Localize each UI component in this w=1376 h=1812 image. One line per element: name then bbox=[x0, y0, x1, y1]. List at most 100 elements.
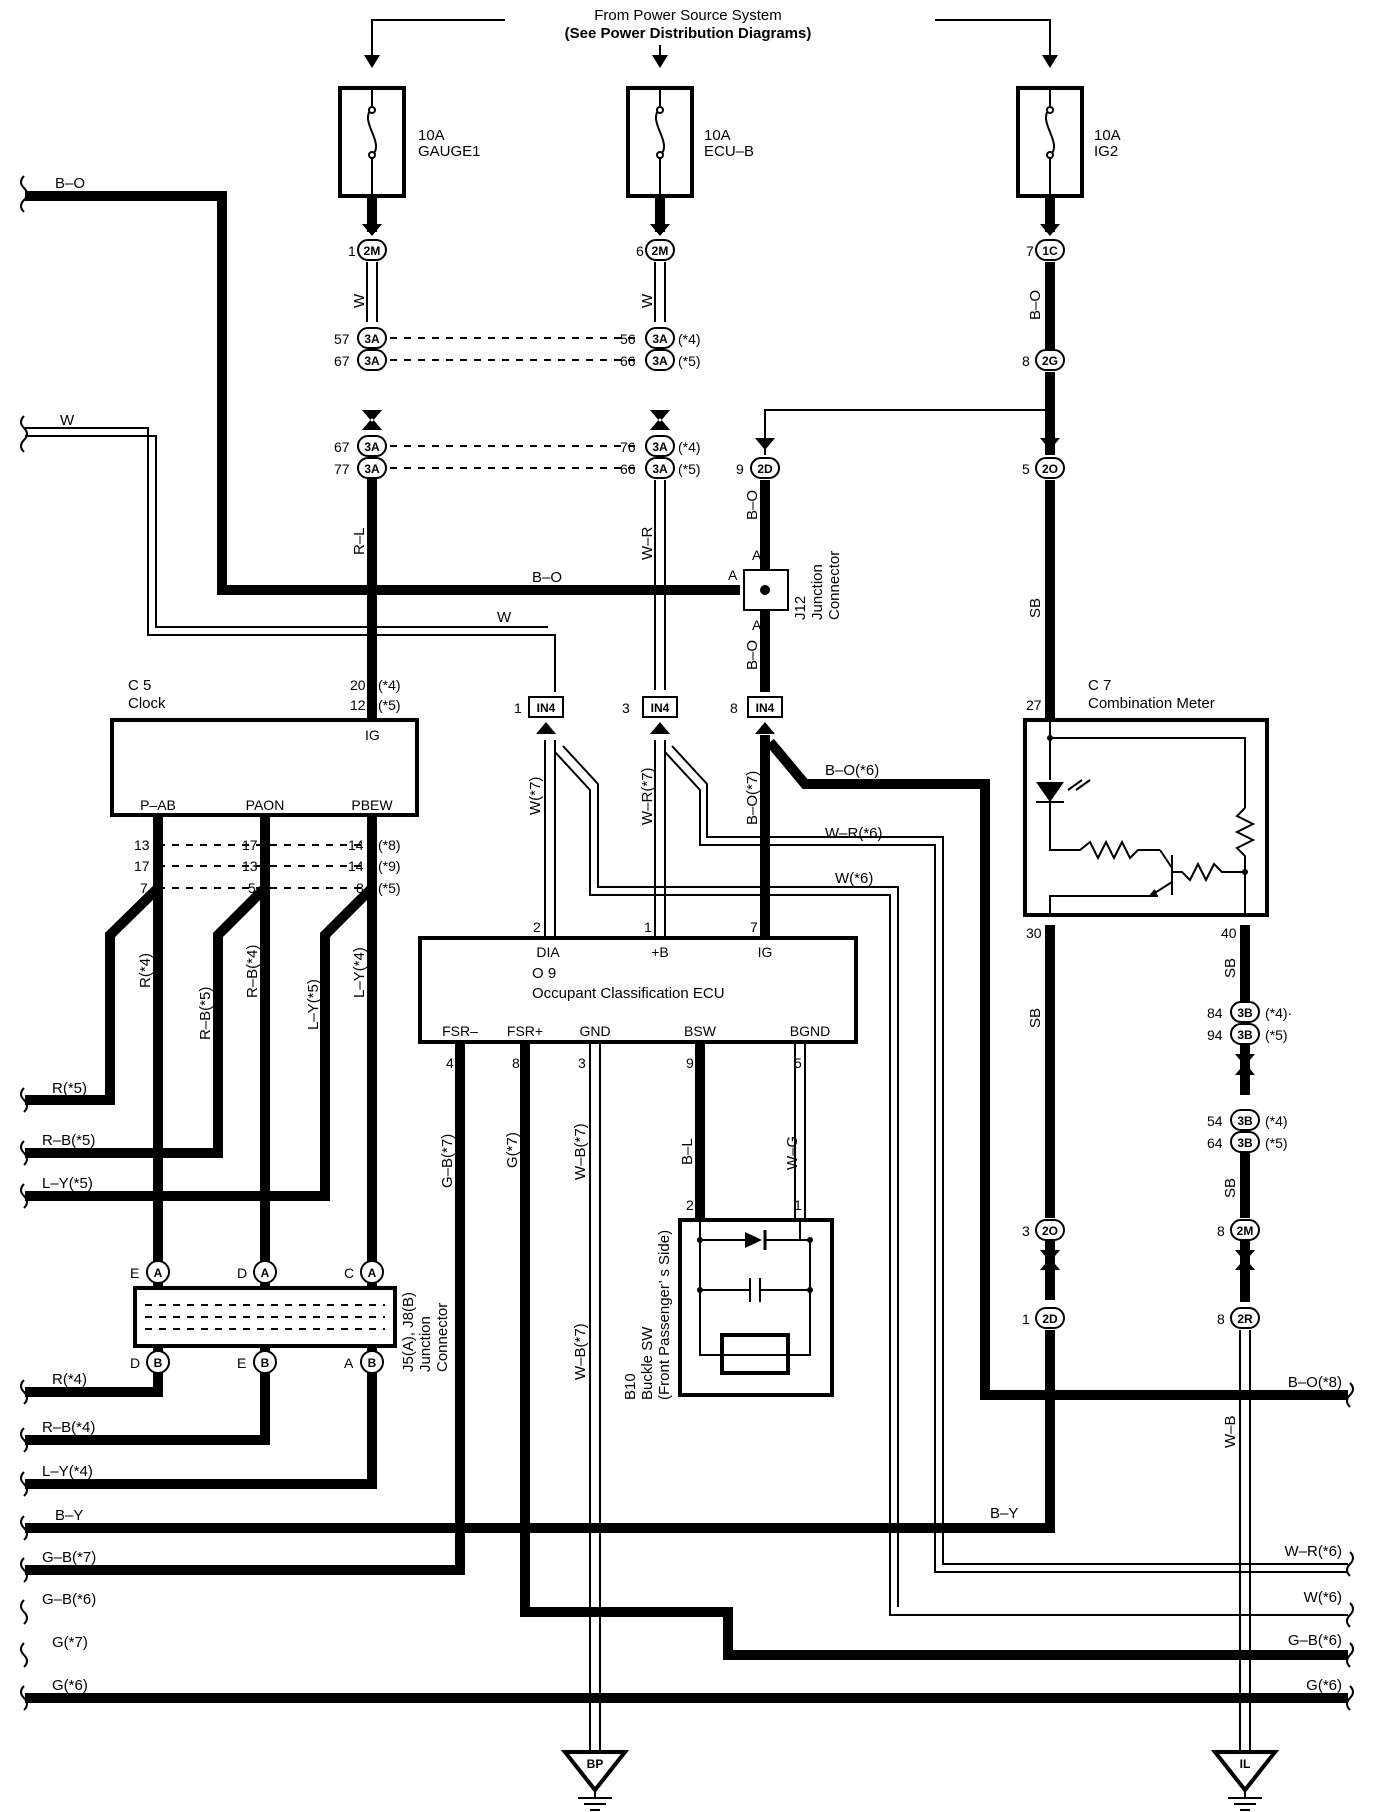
j8-pin-d: D bbox=[130, 1355, 140, 1371]
left-g6: G(*6) bbox=[52, 1677, 88, 1694]
wire-ly4-clock: L–Y(*4) bbox=[351, 947, 368, 998]
wire-bo-2d: B–O bbox=[744, 490, 761, 520]
wire-w6: W(*6) bbox=[835, 870, 873, 887]
j12-id: J12 bbox=[792, 596, 809, 620]
conn-in4-1: IN4 bbox=[537, 701, 556, 715]
clock-id: C 5 bbox=[128, 677, 151, 694]
pin-7-1c: 7 bbox=[1026, 243, 1034, 259]
pin-17-b: 17 bbox=[242, 837, 258, 853]
pin-56: 56 bbox=[620, 331, 636, 347]
fuse-ig2-name: IG2 bbox=[1094, 143, 1118, 160]
fuse-ig2: 10A IG2 bbox=[1016, 86, 1121, 198]
pin-3-in4: 3 bbox=[622, 700, 630, 716]
conn-3b-4: 3B bbox=[1237, 1136, 1253, 1150]
pin-64: 64 bbox=[1207, 1135, 1223, 1151]
note-5-a: (*5) bbox=[678, 353, 701, 369]
wire-rb5-clock: R–B(*5) bbox=[197, 987, 214, 1040]
meter-id: C 7 bbox=[1088, 677, 1111, 694]
header: From Power Source System (See Power Dist… bbox=[565, 7, 812, 42]
j12-line2: Connector bbox=[826, 551, 843, 620]
j5-a-circles: A A A bbox=[146, 1260, 384, 1284]
note-8: (*8) bbox=[378, 837, 401, 853]
ecu-pin-bgnd: BGND bbox=[790, 1023, 830, 1039]
pin-14-a: 14 bbox=[348, 837, 364, 853]
j5-pin-d: D bbox=[237, 1265, 247, 1281]
pin-17-a: 17 bbox=[134, 858, 150, 874]
pin-8-in4: 8 bbox=[730, 700, 738, 716]
pin-5-clock: 5 bbox=[248, 880, 256, 896]
wire-labels: B–O W B–O W W W B–O R–L W–R B–O B–O SB W… bbox=[42, 175, 1342, 1694]
left-r4: R(*4) bbox=[52, 1371, 87, 1388]
wire-end-marks bbox=[20, 175, 1354, 1711]
wire-wb-2r: W–B bbox=[1222, 1415, 1239, 1448]
wire-w-gauge: W bbox=[351, 293, 368, 308]
fuse-gauge1: 10A GAUGE1 bbox=[338, 86, 481, 198]
pin-57: 57 bbox=[334, 331, 350, 347]
ground-bp: BP bbox=[560, 1750, 630, 1811]
j12-line1: Junction bbox=[809, 564, 826, 620]
connector-pills: 2M 2M 1C 3A 3A 3A 3A 2G 3A 3A 3A 3A 2D 2… bbox=[357, 239, 1260, 1329]
ecu-pin-b: +B bbox=[651, 944, 669, 960]
fuse-ecu-b: 10A ECU–B bbox=[626, 86, 754, 198]
conn-2m-a: 2M bbox=[364, 244, 381, 258]
wire-wg: W–G bbox=[784, 1136, 801, 1170]
conn-2r: 2R bbox=[1237, 1312, 1253, 1326]
ecu-name: Occupant Classification ECU bbox=[532, 985, 725, 1002]
ecu-pin-fsr-minus: FSR– bbox=[442, 1023, 478, 1039]
fuse-ig2-amps: 10A bbox=[1094, 127, 1121, 144]
ecu-pin-fsr-plus: FSR+ bbox=[507, 1023, 543, 1039]
fuse-ecub-name: ECU–B bbox=[704, 143, 754, 160]
note-9: (*9) bbox=[378, 858, 401, 874]
left-gb6: G–B(*6) bbox=[42, 1591, 96, 1608]
pin-84: 84 bbox=[1207, 1005, 1223, 1021]
left-g7: G(*7) bbox=[52, 1634, 88, 1651]
pin-8-2r: 8 bbox=[1217, 1311, 1225, 1327]
wire-bo6: B–O(*6) bbox=[825, 762, 879, 779]
wire-w-ecub: W bbox=[639, 293, 656, 308]
pin-54: 54 bbox=[1207, 1113, 1223, 1129]
wire-by-right: B–Y bbox=[990, 1505, 1018, 1522]
wire-sb-top: SB bbox=[1027, 598, 1044, 618]
pin-12: 12 bbox=[350, 697, 366, 713]
pin-3-ecu: 3 bbox=[578, 1055, 586, 1071]
ecu-pin-ig: IG bbox=[758, 944, 773, 960]
ground-bp-label: BP bbox=[587, 1757, 604, 1771]
pin-13-a: 13 bbox=[134, 837, 150, 853]
wire-gb7: G–B(*7) bbox=[439, 1134, 456, 1188]
conn-2d-top: 2D bbox=[757, 462, 773, 476]
conn-3a-7: 3A bbox=[652, 440, 668, 454]
ecu-id: O 9 bbox=[532, 965, 556, 982]
ground-il: IL bbox=[1210, 1750, 1280, 1811]
pin-8-clock: 8 bbox=[356, 880, 364, 896]
right-bo8: B–O(*8) bbox=[1288, 1374, 1342, 1391]
pin-7-ecu: 7 bbox=[750, 919, 758, 935]
j5-a-3: A bbox=[368, 1266, 377, 1280]
splice-2g bbox=[1046, 406, 1054, 414]
j5-line1: Junction bbox=[417, 1316, 434, 1372]
note-4-a: (*4) bbox=[678, 331, 701, 347]
clock-pin-paon: PAON bbox=[246, 797, 285, 813]
pin-9-ecu: 9 bbox=[686, 1055, 694, 1071]
j8-b-1: B bbox=[154, 1356, 163, 1370]
power-feed-arrows bbox=[364, 55, 1058, 68]
j8-b-2: B bbox=[261, 1356, 270, 1370]
wire-w-left: W bbox=[60, 412, 75, 429]
pin-8-2m: 8 bbox=[1217, 1223, 1225, 1239]
fuse-gauge1-name: GAUGE1 bbox=[418, 143, 481, 160]
pin-67-a: 67 bbox=[334, 353, 350, 369]
pin-8-2g: 8 bbox=[1022, 353, 1030, 369]
j5-pin-c: C bbox=[344, 1265, 354, 1281]
j5-a-2: A bbox=[261, 1266, 270, 1280]
pin-2-buckle: 2 bbox=[686, 1197, 694, 1213]
pin-3-2o: 3 bbox=[1022, 1223, 1030, 1239]
clock-pin-pab: P–AB bbox=[140, 797, 176, 813]
clock-pin-pbew: PBEW bbox=[351, 797, 393, 813]
right-wr6: W–R(*6) bbox=[1284, 1543, 1342, 1560]
conn-in4-3: IN4 bbox=[651, 701, 670, 715]
wire-r4-clock: R(*4) bbox=[137, 953, 154, 988]
j5-a-1: A bbox=[154, 1266, 163, 1280]
conn-3b-3: 3B bbox=[1237, 1114, 1253, 1128]
wire-bl: B–L bbox=[679, 1138, 696, 1165]
wire-sb-40: SB bbox=[1222, 958, 1239, 978]
j8-b-circles: B B B bbox=[146, 1350, 384, 1374]
